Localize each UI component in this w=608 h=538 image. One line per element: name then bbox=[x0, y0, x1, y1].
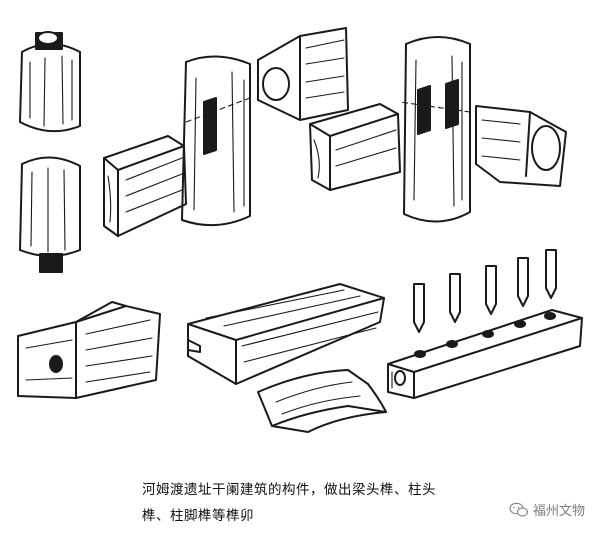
curved-joint-block-drawing bbox=[257, 369, 387, 433]
beam-post-joint-drawing bbox=[103, 27, 349, 237]
tongue-groove-plank-drawing bbox=[187, 283, 385, 385]
double-mortise-post-drawing bbox=[309, 36, 567, 223]
post-with-tenons-drawing bbox=[19, 31, 81, 273]
pegged-sill-beam-drawing bbox=[387, 249, 583, 399]
caption-line-1: 河姆渡遗址干阑建筑的构件，做出梁头榫、柱头 bbox=[142, 482, 436, 498]
caption-line-2: 榫、柱脚榫等榫卯 bbox=[142, 508, 254, 524]
watermark: 福州文物 bbox=[509, 500, 585, 519]
pinned-tenon-beam-drawing bbox=[17, 301, 161, 399]
wechat-icon bbox=[509, 502, 529, 517]
watermark-text: 福州文物 bbox=[533, 504, 586, 519]
